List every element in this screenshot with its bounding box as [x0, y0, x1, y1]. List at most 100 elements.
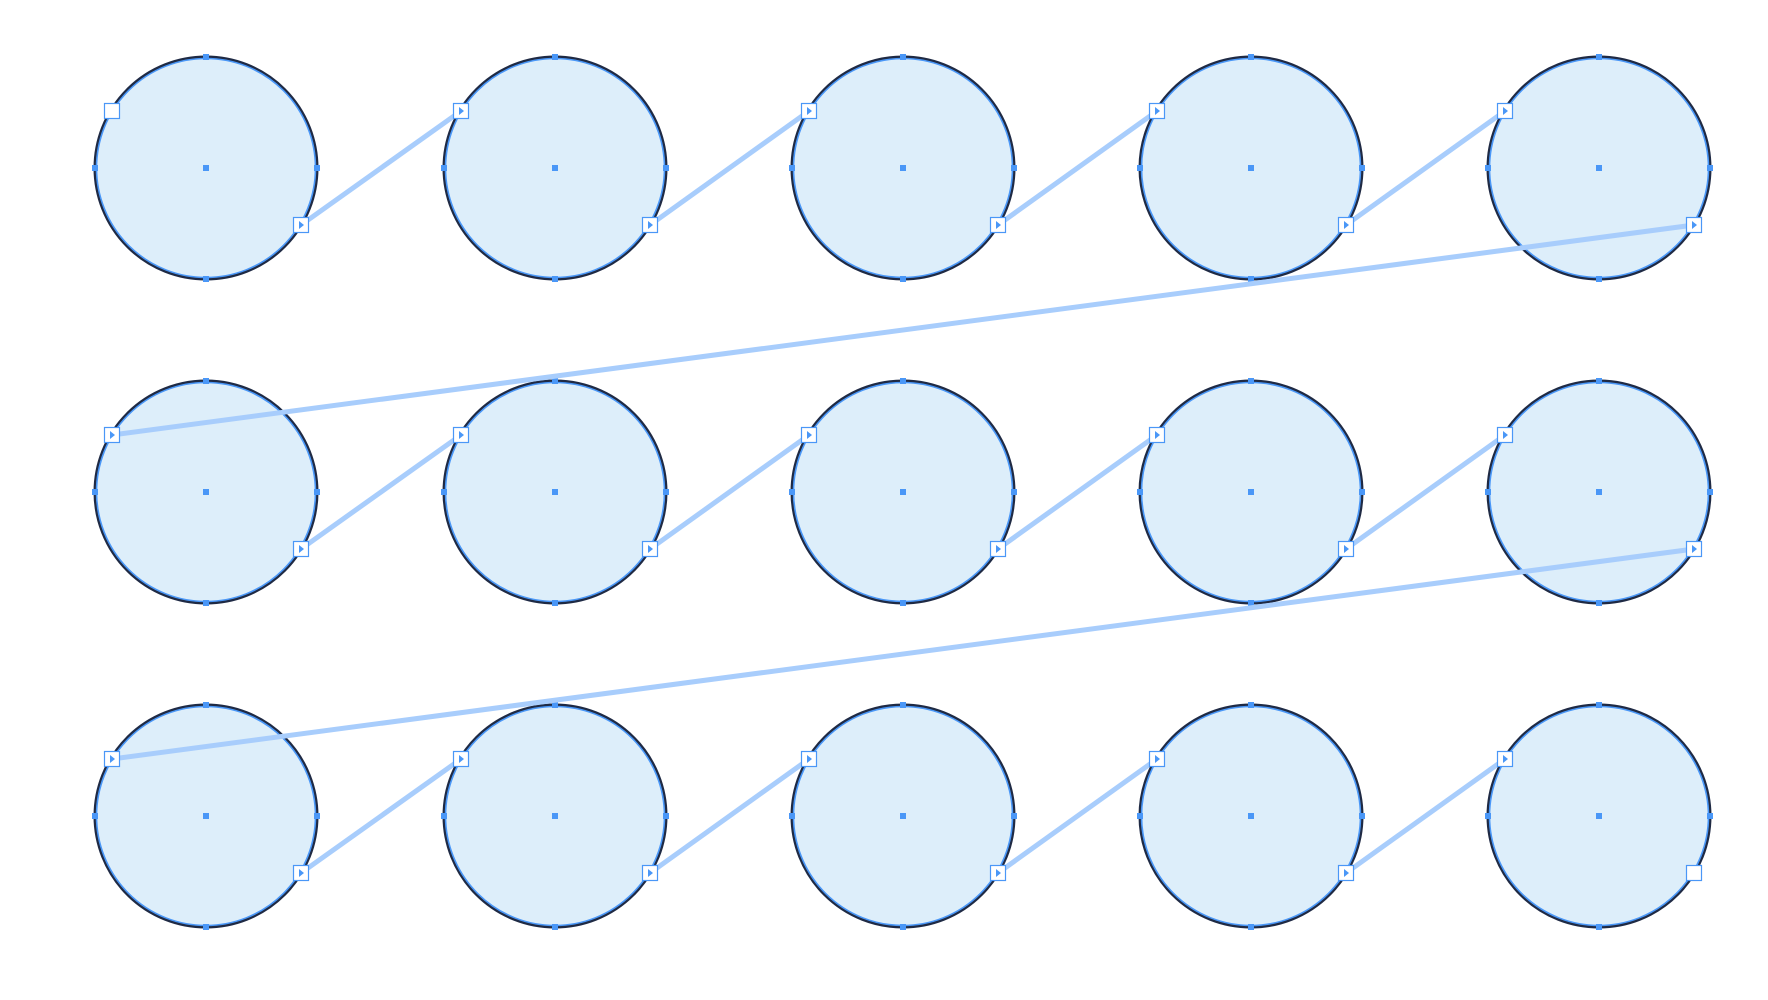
resize-handle[interactable] — [92, 813, 98, 819]
circle-node[interactable] — [789, 702, 1017, 930]
resize-handle[interactable] — [92, 489, 98, 495]
resize-handle[interactable] — [314, 813, 320, 819]
resize-handle[interactable] — [1485, 813, 1491, 819]
center-handle[interactable] — [552, 489, 558, 495]
row-wrap-connector[interactable] — [996, 108, 1159, 228]
circle-node[interactable] — [441, 54, 669, 282]
output-port[interactable] — [1337, 864, 1355, 882]
row-wrap-connector[interactable] — [1344, 432, 1507, 552]
center-handle[interactable] — [900, 165, 906, 171]
row-wrap-connector[interactable] — [111, 222, 1695, 438]
circle-node[interactable] — [789, 378, 1017, 606]
center-handle[interactable] — [203, 165, 209, 171]
center-handle[interactable] — [552, 813, 558, 819]
resize-handle[interactable] — [1707, 489, 1713, 495]
resize-handle[interactable] — [1137, 165, 1143, 171]
circle-node[interactable] — [1137, 702, 1365, 930]
input-port[interactable] — [103, 750, 121, 768]
output-port[interactable] — [641, 864, 659, 882]
circle-node[interactable] — [441, 378, 669, 606]
row-wrap-connector[interactable] — [648, 756, 811, 876]
row-wrap-connector[interactable] — [299, 432, 463, 552]
center-handle[interactable] — [1248, 489, 1254, 495]
resize-handle[interactable] — [900, 276, 906, 282]
output-port[interactable] — [641, 216, 659, 234]
resize-handle[interactable] — [900, 378, 906, 384]
input-port[interactable] — [800, 102, 818, 120]
output-port[interactable] — [1337, 540, 1355, 558]
input-port[interactable] — [1496, 750, 1514, 768]
resize-handle[interactable] — [1359, 813, 1365, 819]
input-port[interactable] — [800, 750, 818, 768]
resize-handle[interactable] — [92, 165, 98, 171]
resize-handle[interactable] — [203, 276, 209, 282]
center-handle[interactable] — [552, 165, 558, 171]
output-port[interactable] — [292, 864, 310, 882]
resize-handle[interactable] — [1248, 702, 1254, 708]
center-handle[interactable] — [203, 489, 209, 495]
resize-handle[interactable] — [441, 165, 447, 171]
input-port[interactable] — [1496, 426, 1514, 444]
row-wrap-connector[interactable] — [648, 432, 811, 552]
resize-handle[interactable] — [900, 702, 906, 708]
resize-handle[interactable] — [314, 489, 320, 495]
resize-handle[interactable] — [1248, 54, 1254, 60]
resize-handle[interactable] — [663, 165, 669, 171]
resize-handle[interactable] — [663, 813, 669, 819]
resize-handle[interactable] — [1137, 489, 1143, 495]
circle-node[interactable] — [441, 702, 669, 930]
circle-node[interactable] — [1485, 378, 1713, 606]
output-port[interactable] — [1337, 216, 1355, 234]
resize-handle[interactable] — [552, 702, 558, 708]
row-wrap-connector[interactable] — [1344, 108, 1507, 228]
row-wrap-connector[interactable] — [111, 546, 1695, 762]
input-port[interactable] — [103, 426, 121, 444]
circle-node[interactable] — [1485, 702, 1713, 930]
resize-handle[interactable] — [441, 489, 447, 495]
row-wrap-connector[interactable] — [996, 756, 1159, 876]
resize-handle[interactable] — [1707, 165, 1713, 171]
resize-handle[interactable] — [203, 924, 209, 930]
input-port[interactable] — [1148, 426, 1166, 444]
center-handle[interactable] — [900, 489, 906, 495]
circle-node[interactable] — [92, 702, 320, 930]
resize-handle[interactable] — [441, 813, 447, 819]
resize-handle[interactable] — [900, 600, 906, 606]
resize-handle[interactable] — [1011, 165, 1017, 171]
center-handle[interactable] — [900, 813, 906, 819]
resize-handle[interactable] — [789, 813, 795, 819]
resize-handle[interactable] — [1011, 813, 1017, 819]
circle-node[interactable] — [92, 54, 320, 282]
resize-handle[interactable] — [1248, 276, 1254, 282]
resize-handle[interactable] — [203, 600, 209, 606]
input-port[interactable] — [1148, 750, 1166, 768]
row-wrap-connector[interactable] — [299, 756, 463, 876]
row-wrap-connector[interactable] — [299, 108, 463, 228]
circle-node[interactable] — [1137, 378, 1365, 606]
resize-handle[interactable] — [1707, 813, 1713, 819]
resize-handle[interactable] — [1596, 54, 1602, 60]
resize-handle[interactable] — [663, 489, 669, 495]
resize-handle[interactable] — [1596, 924, 1602, 930]
row-wrap-connector[interactable] — [1344, 756, 1507, 876]
input-port[interactable] — [452, 102, 470, 120]
output-port[interactable] — [1685, 864, 1703, 882]
resize-handle[interactable] — [1485, 489, 1491, 495]
resize-handle[interactable] — [900, 924, 906, 930]
resize-handle[interactable] — [203, 378, 209, 384]
resize-handle[interactable] — [203, 54, 209, 60]
resize-handle[interactable] — [552, 54, 558, 60]
center-handle[interactable] — [1596, 165, 1602, 171]
resize-handle[interactable] — [203, 702, 209, 708]
resize-handle[interactable] — [1248, 924, 1254, 930]
circle-node[interactable] — [1485, 54, 1713, 282]
output-port[interactable] — [292, 216, 310, 234]
resize-handle[interactable] — [1359, 165, 1365, 171]
resize-handle[interactable] — [1596, 378, 1602, 384]
resize-handle[interactable] — [1359, 489, 1365, 495]
resize-handle[interactable] — [552, 600, 558, 606]
circle-node[interactable] — [1137, 54, 1365, 282]
output-port[interactable] — [989, 216, 1007, 234]
resize-handle[interactable] — [900, 54, 906, 60]
